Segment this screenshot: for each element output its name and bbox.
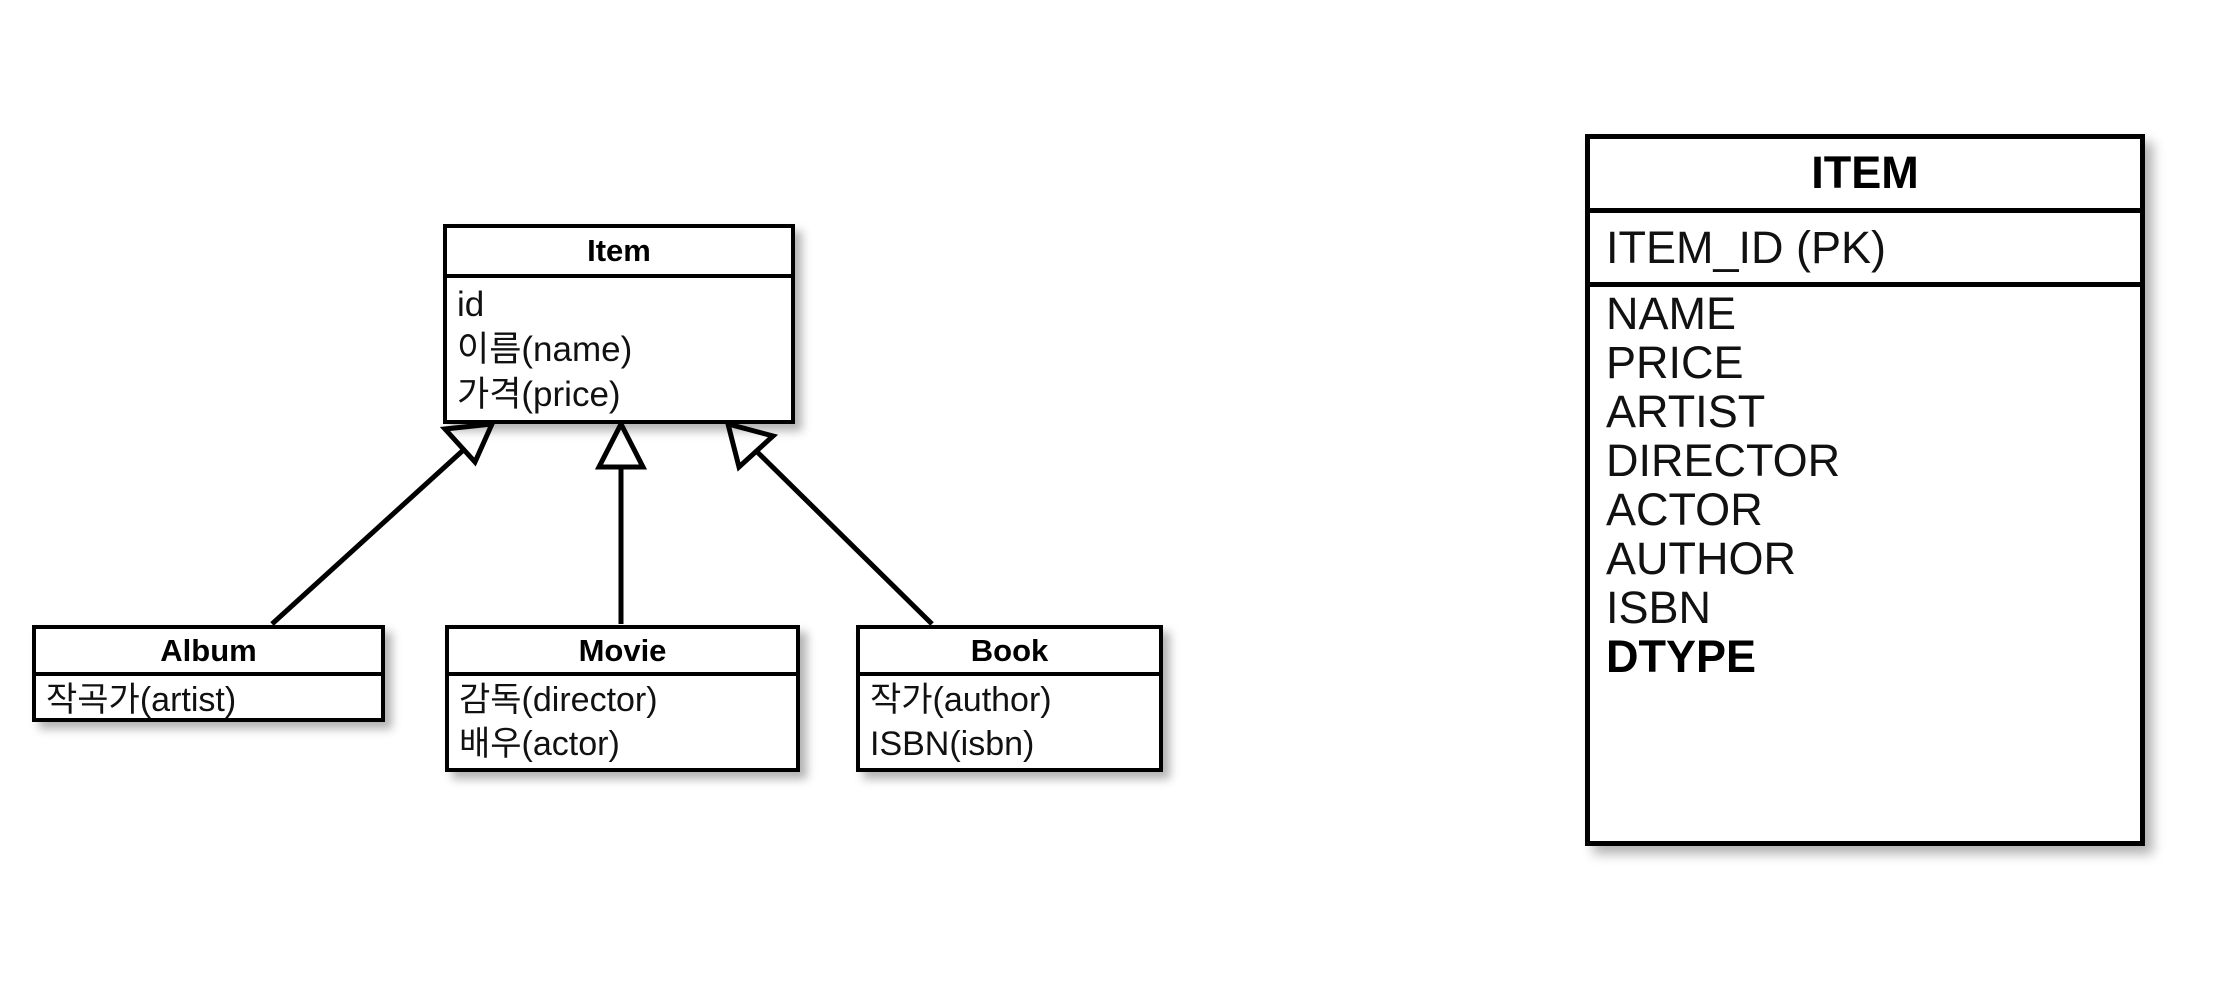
class-attributes-album: 작곡가(artist) bbox=[36, 676, 381, 722]
class-box-item[interactable]: Item id 이름(name) 가격(price) bbox=[443, 224, 795, 424]
attribute-row: 감독(director) bbox=[459, 681, 658, 719]
class-name-item: Item bbox=[447, 228, 791, 278]
class-attributes-movie: 감독(director) 배우(actor) bbox=[449, 676, 796, 766]
attribute-row: id bbox=[457, 285, 485, 324]
db-column-row: PRICE bbox=[1606, 337, 1744, 388]
attribute-row: ISBN(isbn) bbox=[870, 725, 1035, 763]
db-column-row: ACTOR bbox=[1606, 484, 1763, 535]
class-name-movie: Movie bbox=[449, 629, 796, 676]
db-column-row: ISBN bbox=[1606, 582, 1712, 633]
db-column-row: DIRECTOR bbox=[1606, 435, 1841, 486]
db-column-row: ARTIST bbox=[1606, 386, 1766, 437]
class-name-album: Album bbox=[36, 629, 381, 676]
generalization-book-to-item bbox=[724, 420, 934, 626]
generalization-album-to-item bbox=[270, 421, 497, 626]
attribute-row: 작가(author) bbox=[870, 681, 1052, 719]
class-name-book: Book bbox=[860, 629, 1159, 676]
db-table-item[interactable]: ITEM ITEM_ID (PK) NAME PRICE ARTIST DIRE… bbox=[1585, 134, 2145, 846]
db-column-list: NAME PRICE ARTIST DIRECTOR ACTOR AUTHOR … bbox=[1590, 287, 2140, 681]
attribute-row: 작곡가(artist) bbox=[46, 681, 237, 719]
generalization-movie-to-item bbox=[594, 418, 648, 624]
attribute-row: 이름(name) bbox=[457, 330, 633, 369]
attribute-row: 배우(actor) bbox=[459, 725, 620, 763]
class-box-album[interactable]: Album 작곡가(artist) bbox=[32, 625, 385, 722]
db-column-row: AUTHOR bbox=[1606, 533, 1796, 584]
class-box-movie[interactable]: Movie 감독(director) 배우(actor) bbox=[445, 625, 800, 772]
class-attributes-item: id 이름(name) 가격(price) bbox=[447, 278, 791, 417]
db-column-row-discriminator: DTYPE bbox=[1606, 631, 1757, 682]
class-box-book[interactable]: Book 작가(author) ISBN(isbn) bbox=[856, 625, 1163, 772]
attribute-row: 가격(price) bbox=[457, 375, 621, 414]
class-attributes-book: 작가(author) ISBN(isbn) bbox=[860, 676, 1159, 766]
db-primary-key-row: ITEM_ID (PK) bbox=[1590, 213, 2140, 287]
db-column-row: NAME bbox=[1606, 288, 1737, 339]
db-table-name: ITEM bbox=[1590, 139, 2140, 213]
